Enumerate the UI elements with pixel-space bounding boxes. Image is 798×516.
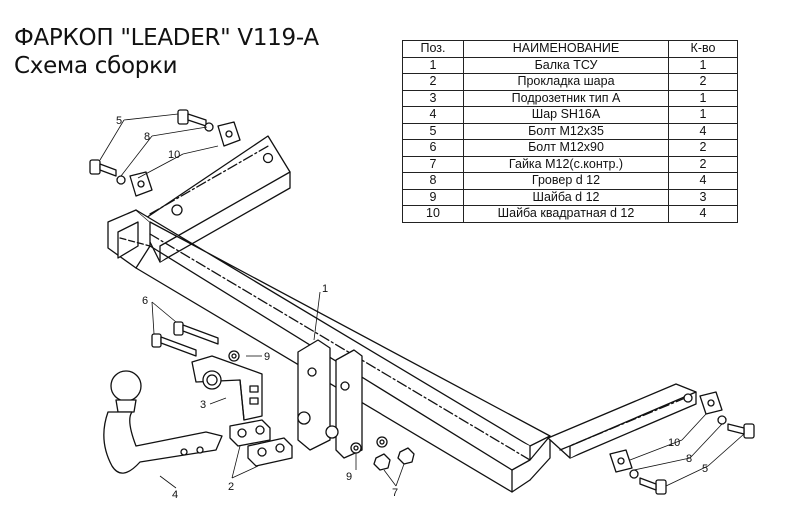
cell-quantity: 4 (668, 205, 738, 223)
callout-8-left: 8 (144, 131, 150, 143)
cell-name: Шайба квадратная d 12 (463, 205, 669, 223)
callout-9-top: 9 (264, 351, 270, 363)
bolt-top-left-1 (177, 109, 207, 127)
callout-8-right: 8 (686, 453, 692, 465)
washers-nuts-bottom (350, 436, 415, 471)
bolt-long-2 (151, 333, 197, 357)
leader-lines (99, 113, 745, 489)
cell-name: Болт М12х90 (463, 139, 669, 157)
page-title: ФАРКОП "LEADER" V119-A (14, 25, 319, 51)
callout-6: 6 (142, 295, 148, 307)
page-subtitle: Схема сборки (14, 53, 178, 79)
callout-7: 7 (392, 487, 398, 499)
cell-name: Болт М12х35 (463, 122, 669, 140)
parts-table-header: Поз. НАИМЕНОВАНИЕ К-во (402, 40, 738, 58)
ball-spacers (229, 419, 293, 467)
callout-5-right: 5 (702, 463, 708, 475)
callout-10-right: 10 (668, 437, 680, 449)
bolt-top-left-2 (89, 159, 117, 177)
callout-1: 1 (322, 283, 328, 295)
bolt-long-1 (173, 321, 219, 345)
cell-name: Прокладка шара (463, 73, 669, 91)
socket-plate (191, 355, 263, 421)
ball-mount-plates (297, 339, 363, 459)
column-header-position: Поз. (402, 40, 464, 58)
callout-10-left: 10 (168, 149, 180, 161)
callout-9-bottom: 9 (346, 471, 352, 483)
callout-5-left: 5 (116, 115, 122, 127)
washers-top-left (116, 121, 241, 197)
right-bracket (547, 383, 697, 459)
callout-labels: 5 8 10 6 9 3 2 4 1 9 7 10 8 5 (116, 115, 708, 501)
left-bracket (139, 135, 291, 263)
tow-ball (103, 370, 223, 474)
fasteners-right (609, 391, 755, 495)
crossbar-beam (107, 209, 551, 493)
callout-4: 4 (172, 489, 178, 501)
callout-2: 2 (228, 481, 234, 493)
callout-3: 3 (200, 399, 206, 411)
cell-name: Шайба d 12 (463, 188, 669, 206)
